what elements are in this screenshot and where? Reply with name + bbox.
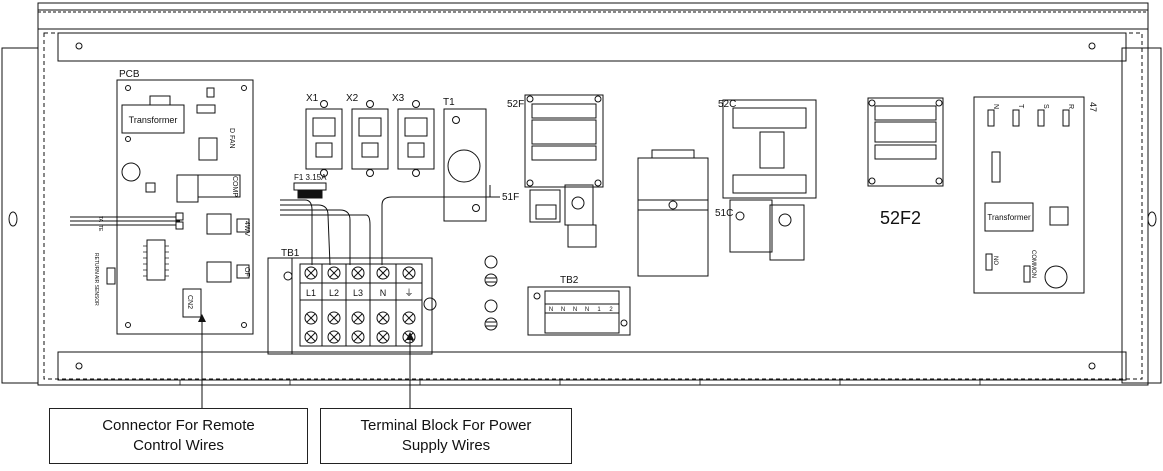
- tb1-terminal-n: N: [380, 288, 387, 298]
- contactor-52f2: 52F2: [867, 97, 944, 228]
- pcb-ic-chip: [146, 239, 166, 281]
- relay-transformer-label: Transformer: [987, 213, 1031, 222]
- tb2-terminal-6: 2: [609, 307, 613, 313]
- return-air-sensor-label: RETURN AIR SENSOR: [93, 253, 99, 306]
- 52f-label: 52F: [507, 99, 524, 110]
- rst-t-label: T: [1017, 104, 1024, 109]
- tb2-terminal-3: N: [573, 307, 577, 313]
- contactor-52c: 52C 51C: [715, 99, 817, 261]
- remote-callout-line2: Control Wires: [133, 437, 224, 454]
- sockets: X1 X2 X3: [305, 93, 435, 177]
- capacitor: [637, 149, 709, 277]
- t1-transformer: T1: [443, 97, 487, 222]
- rst-r-label: R: [1067, 104, 1074, 109]
- pcb-transformer-label: Transformer: [129, 115, 178, 125]
- 51c-label: 51C: [715, 208, 733, 219]
- relay-transformer: [984, 202, 1034, 232]
- tb2-terminal-block: TB2: [527, 275, 631, 336]
- cn2-connector: [182, 288, 202, 318]
- ground-symbols: [484, 255, 498, 331]
- rst-s-label: S: [1042, 104, 1049, 109]
- tb1-terminal-l3: L3: [353, 288, 363, 298]
- fuse-f1: F1 3.15A: [293, 173, 327, 199]
- power-callout-line1: Terminal Block For Power: [360, 417, 532, 434]
- remote-callout-line1: Connector For Remote: [102, 417, 255, 434]
- tb1-terminal-ground: ⏚: [404, 288, 413, 298]
- fuse-label: F1 3.15A: [294, 173, 327, 182]
- 52f2-label: 52F2: [880, 208, 921, 228]
- t1-label: T1: [443, 97, 455, 108]
- relay-47-board: 47 N T S R Transformer NO COMMON: [973, 96, 1098, 294]
- 52c-label: 52C: [718, 99, 736, 110]
- socket-x2-label: X2: [346, 93, 359, 104]
- tb2-terminal-4: N: [585, 307, 589, 313]
- tb1-terminal-l1: L1: [306, 288, 316, 298]
- leader-arrows: [198, 314, 414, 340]
- power-wires: 51F: [280, 185, 519, 266]
- tb1-terminal-block: TB1 L1 L2 L3 N ⏚: [267, 248, 437, 355]
- main-panel: [37, 28, 1149, 386]
- relay-47-label: 47: [1088, 102, 1098, 112]
- fwv-connector-label: 4WV: [243, 221, 250, 237]
- tb2-terminal-1: N: [549, 307, 553, 313]
- no-label: NO: [992, 256, 998, 265]
- pcb-transformer: [121, 104, 185, 134]
- te-sensor-label: TE: [97, 225, 103, 232]
- tb1-label: TB1: [281, 248, 300, 259]
- pcb-board: PCB Transformer D FAN COMP 4WV OF: [70, 69, 254, 335]
- tb1-terminal-l2: L2: [329, 288, 339, 298]
- rst-n-label: N: [992, 104, 999, 109]
- power-callout-line2: Supply Wires: [401, 437, 491, 454]
- power-terminal-block-callout: Terminal Block For Power Supply Wires: [320, 408, 572, 464]
- tb2-terminal-2: N: [561, 307, 565, 313]
- socket-x1-label: X1: [306, 93, 319, 104]
- pcb-dfan-label: D FAN: [228, 128, 235, 149]
- comp-connector-label: COMP: [231, 176, 238, 197]
- ta-sensor-label: TA: [97, 216, 103, 223]
- common-label: COMMON: [1030, 250, 1036, 278]
- of-connector-label: OF: [243, 267, 250, 277]
- top-cover-strip: [37, 2, 1149, 30]
- cn2-label: CN2: [186, 295, 193, 309]
- tb2-label: TB2: [560, 275, 579, 286]
- 51f-label: 51F: [502, 192, 519, 203]
- contactor-52f: 52F: [507, 94, 604, 248]
- mounting-flange-left: [1, 47, 39, 384]
- tb2-terminal-5: 1: [597, 307, 601, 313]
- pcb-label: PCB: [119, 69, 140, 80]
- socket-x3-label: X3: [392, 93, 405, 104]
- remote-control-connector-callout: Connector For Remote Control Wires: [49, 408, 308, 464]
- leader-lines: [201, 318, 411, 408]
